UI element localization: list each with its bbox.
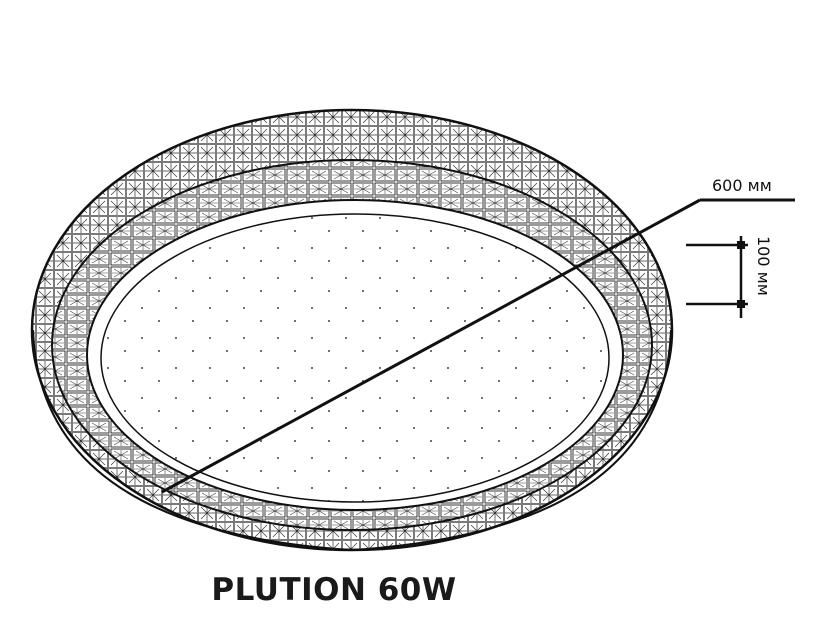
diameter-label: 600 мм — [712, 176, 772, 195]
lamp-diffuser — [100, 213, 610, 503]
height-tick-bottom — [737, 300, 745, 308]
lamp-bottom-edge — [32, 329, 672, 552]
diameter-line — [161, 198, 701, 494]
product-name: PLUTION 60W — [211, 572, 457, 608]
height-tick-top — [737, 241, 745, 249]
height-label: 100 мм — [754, 236, 773, 296]
